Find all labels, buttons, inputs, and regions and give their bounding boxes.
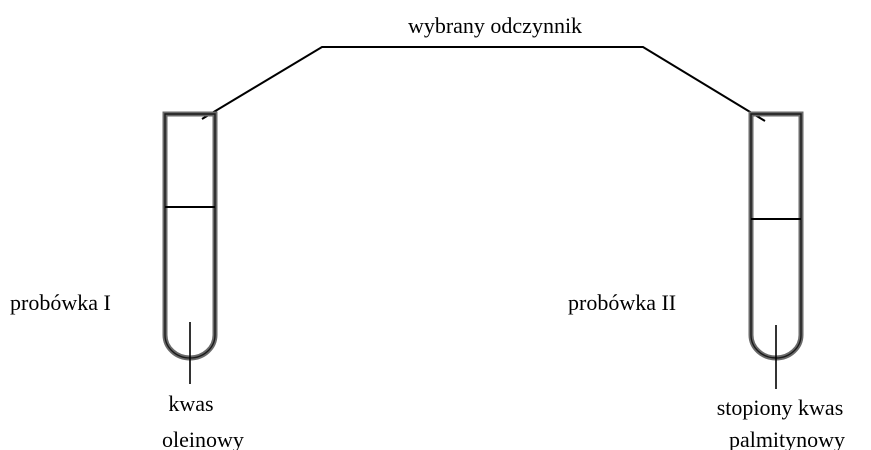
- reagent-leader-line: [201, 46, 766, 122]
- test-tube-1-content-line-2: oleinowy: [162, 427, 244, 450]
- test-tube-2-content-line-2: palmitynowy: [729, 427, 845, 450]
- test-tube-1-label: probówka I: [10, 290, 111, 315]
- test-tube-1-content-line-1: kwas: [168, 391, 213, 416]
- test-tube-1: [162, 111, 218, 384]
- test-tube-2: [748, 111, 804, 389]
- test-tube-2-label: probówka II: [568, 290, 676, 315]
- reagent-label: wybrany odczynnik: [408, 13, 582, 38]
- test-tube-2-outline: [748, 111, 804, 361]
- test-tube-2-content-line-1: stopiony kwas: [717, 395, 844, 420]
- test-tube-1-outline: [162, 111, 218, 361]
